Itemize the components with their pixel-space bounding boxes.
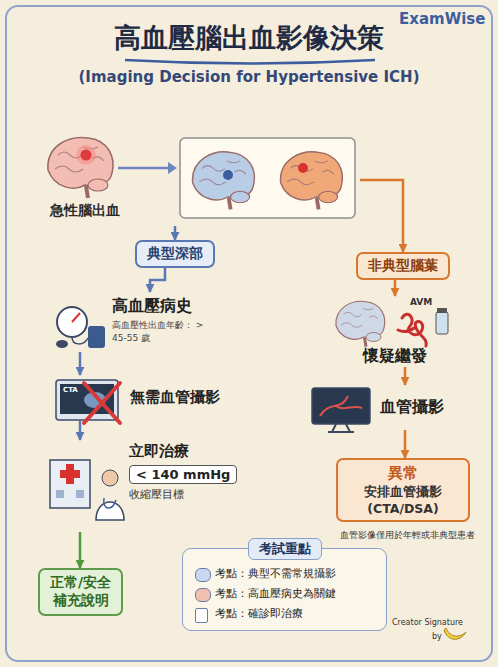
scan-panel (180, 138, 355, 218)
node-heading: 典型深部 (147, 245, 203, 263)
banana-icon (444, 628, 466, 639)
result-box: 正常/安全補充說明 (38, 568, 123, 616)
part-label: AVM (410, 297, 432, 307)
node-text: 收縮壓目標 (129, 487, 184, 502)
node-heading: 急性腦出血 (30, 202, 140, 220)
arrow-decor (118, 162, 177, 174)
start-group: 急性腦出血 (30, 128, 360, 226)
node-text: 高血壓性出血年齡： > 45-55 歲 (112, 319, 212, 345)
flow-arrow (150, 268, 165, 292)
brain-icon (48, 137, 113, 198)
process-box: 典型深部 (135, 240, 215, 268)
node-heading: 異常 (348, 464, 458, 483)
flow-arrow (174, 226, 177, 240)
node-text: 安排血管攝影 (CTA/DSA) (348, 484, 458, 516)
result-box: 異常安排血管攝影 (CTA/DSA) (336, 458, 470, 522)
node-heading: 正常/安全 (50, 574, 111, 592)
page-border (6, 6, 492, 661)
node-text: 補充說明 (50, 592, 111, 610)
value-box: < 140 mmHg (129, 465, 237, 484)
step-item: 懷疑繼發 (330, 296, 460, 367)
flow-arrow (79, 421, 82, 440)
flow-arrow (360, 180, 403, 252)
node-heading: 非典型腦葉 (368, 257, 438, 275)
node-text: 考點：高血壓病史為關鍵 (193, 584, 376, 604)
subtitle: (Imaging Decision for Hypertensive ICH) (0, 68, 498, 86)
step-item: 血管攝影 (308, 385, 444, 430)
angiography-monitor-icon (312, 388, 370, 432)
node-heading: < 140 mmHg (136, 467, 230, 482)
note: 血管影像僅用於年輕或非典型患者 (340, 530, 475, 542)
node-heading: 血管攝影 (380, 397, 444, 418)
step-item: 立即治療收縮壓目標 < 140 mmHg (45, 440, 237, 532)
flow-arrow (404, 430, 407, 458)
node-heading: 考試重點 (248, 538, 322, 560)
node-heading: 懷疑繼發 (330, 346, 460, 367)
step-item: 高血壓病史高血壓性出血年齡： > 45-55 歲 (50, 292, 212, 352)
flow-arrow (404, 367, 407, 385)
signature: by (432, 632, 442, 641)
hospital-icon (50, 460, 124, 520)
bp-cuff-icon (56, 307, 105, 348)
node-text: 考點：典型不需常規攝影 (193, 564, 376, 584)
icon-label: CTA (63, 386, 78, 394)
process-box: 非典型腦葉 (356, 252, 450, 280)
flow-arrow (394, 280, 397, 296)
key-points-panel: 考試重點考點：典型不需常規攝影考點：高血壓病史為關鍵考點：確診即治療 (182, 548, 387, 631)
node-text: 考點：確診即治療 (193, 604, 376, 624)
title-underline (125, 60, 375, 64)
step-item: 無需血管攝影 (50, 375, 220, 421)
flow-arrow (79, 352, 82, 375)
avm-illustration (336, 301, 448, 346)
node-heading: 高血壓病史 (112, 296, 212, 317)
node-heading: 立即治療 (129, 442, 189, 461)
brand-label: ExamWise (396, 10, 488, 28)
signature: Creator Signature (392, 618, 463, 627)
node-heading: 無需血管攝影 (130, 388, 220, 407)
flow-arrow (79, 532, 82, 568)
cta-monitor-icon (56, 380, 120, 423)
